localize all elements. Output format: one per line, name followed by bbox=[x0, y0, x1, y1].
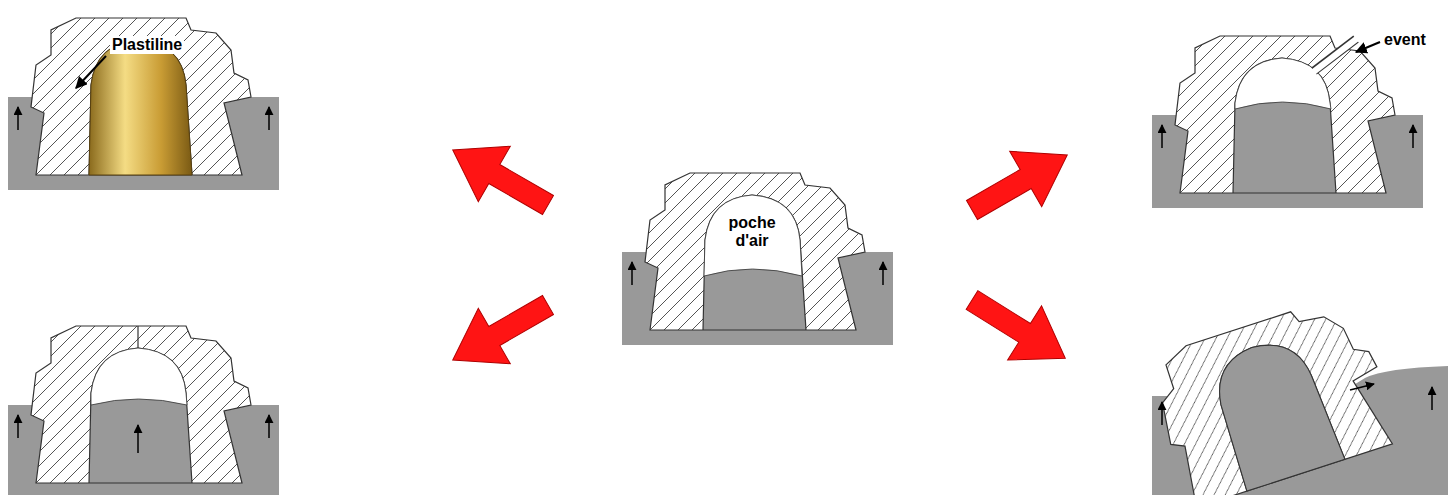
label-text: event bbox=[1384, 31, 1426, 49]
leader-line bbox=[1356, 42, 1380, 52]
label-text: poche d'air bbox=[712, 214, 792, 249]
bell-vent bbox=[1152, 36, 1423, 208]
label-text: Plastiline bbox=[110, 36, 184, 54]
bell-split bbox=[8, 326, 279, 495]
bell-plasticine bbox=[8, 18, 279, 190]
bell-center bbox=[622, 173, 893, 345]
bell-tilted bbox=[1143, 292, 1448, 495]
leader-line bbox=[76, 56, 106, 88]
red-arrows bbox=[437, 122, 1084, 387]
